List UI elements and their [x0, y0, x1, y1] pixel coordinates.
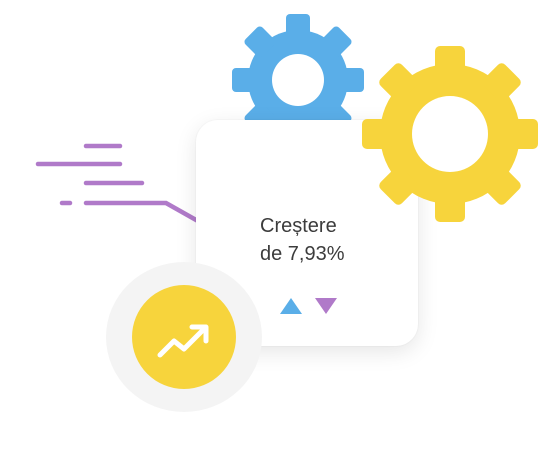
triangle-down-icon[interactable]: [313, 296, 339, 316]
growth-text: Creștere de 7,93%: [260, 212, 400, 268]
trend-badge: [132, 285, 236, 389]
growth-text-line2: de 7,93%: [260, 243, 345, 265]
growth-text-line1: Creștere: [260, 215, 337, 237]
trending-up-icon: [157, 324, 209, 358]
triangle-up-icon[interactable]: [278, 296, 304, 316]
